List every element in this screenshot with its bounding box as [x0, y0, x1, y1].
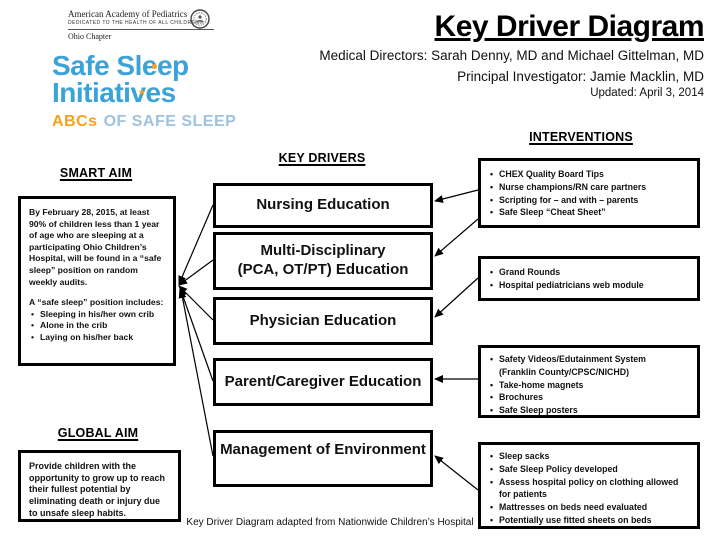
- principal-investigator-line: Principal Investigator: Jamie Macklin, M…: [457, 68, 704, 84]
- intervention-bullet-list: CHEX Quality Board TipsNurse champions/R…: [487, 168, 689, 219]
- bullet-item: Hospital pediatricians web module: [487, 279, 689, 292]
- abcs-label: ABCs: [52, 113, 98, 130]
- bullet-item: Assess hospital policy on clothing allow…: [487, 476, 689, 502]
- title-block: Key Driver Diagram Medical Directors: Sa…: [319, 10, 704, 99]
- intervention-bullet-list: Sleep sacksSafe Sleep Policy developedAs…: [487, 450, 689, 527]
- bullet-item: Safe Sleep Policy developed: [487, 463, 689, 476]
- arrow-parent-caregiver-education-to-smart-aim: [178, 287, 214, 382]
- bullet-item: CHEX Quality Board Tips: [487, 168, 689, 181]
- smart-aim-paragraph-1: By February 28, 2015, at least 90% of ch…: [29, 207, 162, 287]
- bullet-item: Nurse champions/RN care partners: [487, 181, 689, 194]
- driver-box-physician-education: Physician Education: [213, 297, 433, 345]
- driver-box-management-of-environment: Management of Environment: [213, 430, 433, 487]
- intervention-box-physician: Grand RoundsHospital pediatricians web m…: [478, 256, 700, 301]
- intervention-box-parent-caregiver: Safety Videos/Edutainment System (Frankl…: [478, 345, 700, 418]
- arrow-intervention-box-4-to-management-of-environment: [434, 455, 479, 491]
- aap-seal-icon: [190, 9, 210, 29]
- bullet-item: Grand Rounds: [487, 266, 689, 279]
- arrow-multi-disciplinary-to-smart-aim: [178, 259, 214, 286]
- smart-aim-box: By February 28, 2015, at least 90% of ch…: [18, 196, 176, 366]
- page-title: Key Driver Diagram: [434, 10, 705, 43]
- intervention-bullet-list: Safety Videos/Edutainment System (Frankl…: [487, 353, 689, 417]
- bullet-item: Scripting for – and with – parents: [487, 194, 689, 207]
- arrow-nursing-education-to-smart-aim: [178, 204, 214, 285]
- bullet-item: Safety Videos/Edutainment System (Frankl…: [487, 353, 689, 379]
- bullet-item: Laying on his/her back: [29, 332, 165, 344]
- arrow-intervention-box-1-to-multi-disciplinary: [434, 218, 479, 257]
- aap-chapter-label: Ohio Chapter: [68, 32, 112, 41]
- of-safe-sleep-label: OF SAFE SLEEP: [103, 113, 237, 130]
- global-aim-box: Provide children with the opportunity to…: [18, 450, 181, 522]
- bullet-item: Mattresses on beds need evaluated: [487, 501, 689, 514]
- driver-box-parent-caregiver-education: Parent/Caregiver Education: [213, 358, 433, 406]
- footer-attribution: Key Driver Diagram adapted from Nationwi…: [186, 517, 474, 528]
- interventions-heading: INTERVENTIONS: [529, 130, 633, 144]
- arrow-intervention-box-2-to-physician-education: [434, 277, 479, 318]
- smart-aim-bullet-list: Sleeping in his/her own cribAlone in the…: [29, 309, 165, 344]
- bullet-item: Take-home magnets: [487, 379, 689, 392]
- bullet-item: Safe Sleep “Cheat Sheet”: [487, 206, 689, 219]
- aap-logo: American Academy of Pediatrics DEDICATED…: [68, 9, 218, 41]
- bullet-item: Sleep sacks: [487, 450, 689, 463]
- aap-org-name: American Academy of Pediatrics: [68, 9, 188, 19]
- updated-date-line: Updated: April 3, 2014: [590, 87, 704, 100]
- key-drivers-heading: KEY DRIVERS: [278, 151, 366, 165]
- driver-box-nursing-education: Nursing Education: [213, 183, 433, 228]
- smart-aim-heading: SMART AIM: [59, 166, 133, 180]
- safe-sleep-logo-line1: Safe Sleep: [52, 50, 189, 81]
- arrow-management-of-environment-to-smart-aim: [178, 289, 214, 457]
- star-icon: ★: [138, 87, 147, 97]
- bullet-item: Safe Sleep posters: [487, 404, 689, 417]
- intervention-bullet-list: Grand RoundsHospital pediatricians web m…: [487, 266, 689, 292]
- medical-directors-line: Medical Directors: Sarah Denny, MD and M…: [319, 48, 704, 63]
- intervention-box-environment: Sleep sacksSafe Sleep Policy developedAs…: [478, 442, 700, 529]
- driver-box-multi-disciplinary: Multi-Disciplinary (PCA, OT/PT) Educatio…: [213, 232, 433, 290]
- safe-sleep-logo-line2: Initiatives: [52, 77, 176, 108]
- arrow-physician-education-to-smart-aim: [178, 285, 214, 321]
- moon-dot-decoration: [152, 64, 157, 69]
- smart-aim-paragraph-2: A “safe sleep” position includes:: [29, 297, 164, 308]
- bullet-item: Potentially use fitted sheets on beds: [487, 514, 689, 527]
- arrow-intervention-box-1-to-nursing-education: [434, 189, 479, 203]
- bullet-item: Brochures: [487, 391, 689, 404]
- global-aim-heading: GLOBAL AIM: [57, 426, 139, 440]
- global-aim-text: Provide children with the opportunity to…: [29, 461, 165, 518]
- intervention-box-nursing: CHEX Quality Board TipsNurse champions/R…: [478, 158, 700, 228]
- safe-sleep-logo-line3: ABCs OF SAFE SLEEP: [52, 108, 236, 135]
- aap-tagline: DEDICATED TO THE HEALTH OF ALL CHILDREN®: [68, 20, 204, 26]
- bullet-item: Sleeping in his/her own crib: [29, 309, 165, 321]
- safe-sleep-logo: Safe Sleep Initiatives ABCs OF SAFE SLEEP…: [52, 52, 236, 135]
- bullet-item: Alone in the crib: [29, 320, 165, 332]
- aap-divider: [68, 29, 214, 30]
